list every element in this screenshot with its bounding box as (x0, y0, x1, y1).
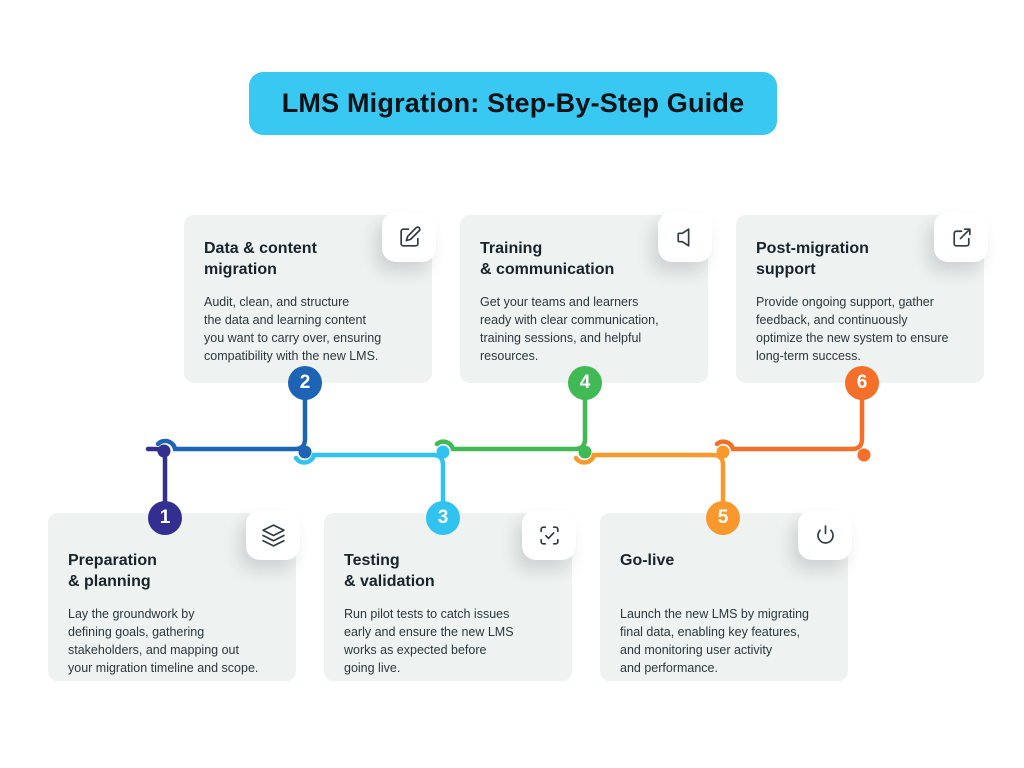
step-card-training-communication: Training & communication Get your teams … (460, 212, 712, 383)
connector-step-2 (155, 397, 308, 452)
icon-chip (658, 212, 712, 262)
external-link-icon (952, 227, 971, 247)
step-card-post-migration-support: Post-migration support Provide ongoing s… (736, 212, 988, 383)
step-description: Audit, clean, and structure the data and… (204, 295, 382, 363)
layers-icon (261, 523, 285, 547)
scan-check-icon (539, 525, 559, 545)
connector-step-6 (714, 397, 865, 452)
connector-step-5 (573, 452, 726, 504)
step-card-go-live: Go-live Launch the new LMS by migrating … (600, 510, 852, 681)
connector-step-1 (145, 446, 168, 504)
step-number-2: 2 (288, 366, 322, 400)
step-number-5: 5 (706, 501, 740, 535)
step-description: Launch the new LMS by migrating final da… (620, 607, 809, 675)
step-description: Run pilot tests to catch issues early an… (344, 607, 514, 675)
step-number-1: 1 (148, 501, 182, 535)
step-title: Data & content migration (204, 240, 317, 278)
step-description: Provide ongoing support, gather feedback… (756, 295, 949, 363)
timeline-node-4 (578, 445, 592, 459)
step-number-4: 4 (568, 366, 602, 400)
timeline-node-2 (298, 445, 312, 459)
step-title: Training & communication (480, 240, 615, 278)
timeline-node-3 (436, 445, 450, 459)
step-title: Go-live (620, 552, 675, 569)
step-description: Get your teams and learners ready with c… (480, 295, 659, 363)
icon-chip (934, 212, 988, 262)
step-card-preparation-planning: Preparation & planning Lay the groundwor… (48, 510, 300, 681)
connector-step-4 (434, 397, 588, 452)
timeline-node-6 (857, 448, 871, 462)
timeline-node-1 (157, 444, 171, 458)
step-card-data-content-migration: Data & content migration Audit, clean, a… (184, 212, 436, 383)
icon-chip (382, 212, 436, 262)
icon-chip (246, 510, 300, 560)
power-icon (816, 524, 834, 544)
step-title: Testing & validation (344, 552, 435, 590)
connector-step-3 (293, 452, 446, 504)
icon-chip (798, 510, 852, 560)
step-card-testing-validation: Testing & validation Run pilot tests to … (324, 510, 576, 681)
icon-chip (522, 510, 576, 560)
timeline-node-5 (716, 445, 730, 459)
step-title: Post-migration support (756, 240, 869, 278)
page-title: LMS Migration: Step-By-Step Guide (249, 72, 777, 135)
edit-icon (399, 225, 421, 247)
step-number-3: 3 (426, 501, 460, 535)
step-title: Preparation & planning (68, 552, 157, 590)
step-description: Lay the groundwork by defining goals, ga… (68, 607, 259, 675)
step-number-6: 6 (845, 366, 879, 400)
speaker-icon (676, 227, 689, 247)
